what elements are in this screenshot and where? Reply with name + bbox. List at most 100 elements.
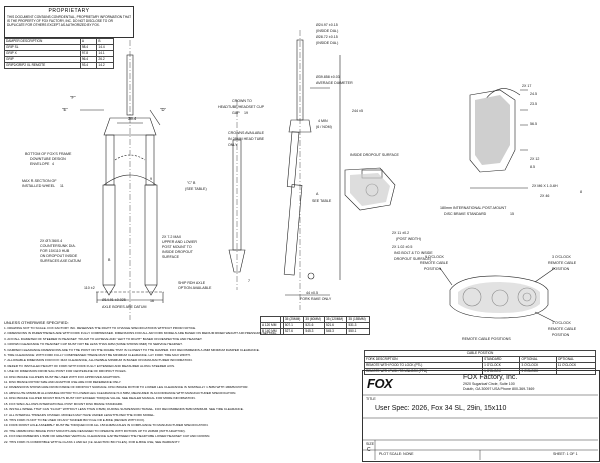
table-cell: 1 O'CLOCK xyxy=(482,368,521,375)
dropout-body xyxy=(344,167,396,211)
countersunk-label-3: FOR 15X110 HUB xyxy=(40,249,70,253)
table-cell: 550.1 xyxy=(346,328,370,335)
countersunk-label: 2X Ø7/.56/0.4 xyxy=(40,239,63,243)
proprietary-box: PROPRIETARY THIS DOCUMENT CONTAINS CONFI… xyxy=(4,6,134,38)
frame-bottom-label: BOTTOM OF FOX'S FRAME xyxy=(25,152,72,156)
table-row: GRIP2/GRIP2 XL REMOTE 93.4 14.2 xyxy=(4,62,114,69)
note-item: 21. FOX RECOMMENDS 1.5MM OR GREATER VERT… xyxy=(4,434,211,439)
note-ref-7: 7 xyxy=(248,279,250,283)
remote-title: REMOTE CABLE POSITIONS xyxy=(462,337,511,341)
gap-label: GAP xyxy=(232,111,240,115)
note-ref-16: 16 xyxy=(150,299,154,303)
notes-heading: UNLESS OTHERWISE SPECIFIED: xyxy=(4,320,69,325)
ref-b: B xyxy=(108,258,111,262)
table-cell xyxy=(279,328,284,335)
leader-line xyxy=(149,109,161,126)
side-lower xyxy=(283,184,303,276)
label-d: "D" xyxy=(160,107,166,112)
pos-1-oclock-2: REMOTE CABLE xyxy=(548,327,577,331)
proprietary-title: PROPRIETARY xyxy=(48,8,90,14)
steerer-top-dia: Ø24.97 ±0.15 xyxy=(316,23,338,27)
table-cell xyxy=(555,368,597,375)
see-table-2: (SEE TABLE) xyxy=(185,187,207,191)
m8-label-3: POST MOUNT TO xyxy=(162,245,192,249)
pos-1-oclock: 1 O'CLOCK xyxy=(552,321,571,325)
dropout-surf-label: DROPOUT SURFACE) xyxy=(394,257,432,261)
steerer-mid-dia: Ø28.72 ±0.15 xyxy=(316,35,338,39)
note-item: 17. ALL INTERNAL THREADS CHASED. MODELS … xyxy=(4,412,155,417)
side-crown xyxy=(288,119,312,133)
m8-label-5: SURFACE xyxy=(162,255,179,259)
size-label: SIZE xyxy=(366,442,374,446)
m8-label-4: INSIDE DROPOUT xyxy=(162,250,193,254)
axle-dia-label: Ø14.91 ±0.025 xyxy=(102,298,126,302)
pm-dim: 2X 11 ±0.2 xyxy=(392,231,410,235)
company-name: FOX Factory, Inc. xyxy=(463,374,518,381)
note-item: 18. THIS FORK IS NOT TO BE USED ON ANY T… xyxy=(4,417,145,422)
see-table: SEE TABLE xyxy=(312,199,332,203)
label-e: "E" xyxy=(62,107,68,112)
note-item: 10. DISC BRAKE CALIPERS MUST BE USED WIT… xyxy=(4,374,121,379)
table-cell: GRIP2/GRIP2 XL REMOTE xyxy=(4,62,81,69)
fork-crown xyxy=(103,117,157,136)
note-item: 20. THE 180MM DISC BRAKE POST MOUNTS ARE… xyxy=(4,428,186,433)
note-item: 14. DISC BRAKE CALIPER MOUNT BOLTS MUST … xyxy=(4,396,196,401)
note-ref-9: 9 xyxy=(150,177,152,181)
pos-3-oclock: 3 O'CLOCK xyxy=(552,255,571,259)
cable-position-table: CABLE POSITION FORK DESCRIPTION STANDARD… xyxy=(363,350,597,375)
crowns-avail: CROWNS AVAILABLE xyxy=(228,131,265,135)
crowns-avail-3: ONLY xyxy=(228,143,238,147)
countersunk-label-5: SURFACES AXE DATUM xyxy=(40,259,81,263)
dropout-shade xyxy=(350,173,390,206)
bolt-label: ING BOLT & TO INSIDE xyxy=(394,251,433,255)
note-item: 13. ABSOLUTE MINIMUM ALLOWABLE ROTOR TO … xyxy=(4,390,237,395)
caliper-dim-2: 23.5 xyxy=(530,102,537,106)
caliper-dim-6: 2X 46 xyxy=(540,194,550,198)
caliper-dim-4: 2X 12 xyxy=(530,157,540,161)
b-label: B xyxy=(193,181,196,185)
ref-c: "C" xyxy=(187,181,193,185)
title-label: TITLE xyxy=(366,397,376,401)
note-item: 2. DIMENSIONS IN PARENTHESES ARE WITH FO… xyxy=(4,331,277,336)
fox-logo: FOX xyxy=(367,376,393,391)
axle-datum-label: AXLE BORES ARE DATUM xyxy=(102,305,147,309)
sheet-number: SHEET: 1 OF 1 xyxy=(553,452,578,456)
note-item: 4. CROWN CLEARANCE TO HEADSET CUP MUST N… xyxy=(4,342,183,347)
axle-crown-dim: 244 ±5 xyxy=(352,109,363,113)
pos-9-oclock: 9 O'CLOCK xyxy=(425,255,444,259)
m8-label: 2X 7.2 MAX xyxy=(162,235,182,239)
downtube-label: DOWNTUBE DESIGN xyxy=(30,157,66,161)
note-item: 3. ANY/ALL DIAMETER OF STEERER IN HEADSE… xyxy=(4,336,203,341)
table-cell: 9 O'CLOCK xyxy=(519,368,557,375)
a-label: A xyxy=(316,192,319,196)
caliper-dim-1: 24.5 xyxy=(530,92,537,96)
travel-table: 35 (25MM) 35 (60MM) 35 (120MM) 35 (155MM… xyxy=(260,316,370,335)
left-lower-leg xyxy=(102,184,116,286)
countersunk-label-2: COUNTERSUNK DIA. xyxy=(40,244,76,248)
rake-dim-label: FORK RAKE ONLY xyxy=(300,297,332,301)
dim-ticks xyxy=(520,89,528,151)
caliper-body xyxy=(469,89,516,173)
pos-9-oclock-3: POSITION xyxy=(424,267,442,271)
avg-dia-label: AVERAGE DIAMETER xyxy=(316,81,353,85)
note-item: 5. DAMPER CLEARANCE DIMENSIONS ARE TO TH… xyxy=(4,347,260,352)
note-item: 16. INSTALL WHEEL THAT CAN "FLOAT" WITHO… xyxy=(4,407,244,412)
side-axle xyxy=(307,272,315,280)
installed-wheel-label: INSTALLED WHEEL xyxy=(22,184,56,188)
pos-1-oclock-3: POSITION xyxy=(552,333,570,337)
pos-3-oclock-3: POSITION xyxy=(552,267,570,271)
pos-9-oclock-2: REMOTE CABLE xyxy=(420,261,449,265)
thread-callout: 2X M6 X 1.0-6H xyxy=(532,184,558,188)
side-view xyxy=(283,30,341,310)
note-ref-15: 15 xyxy=(510,212,514,216)
min-gap: 4 MIN xyxy=(318,119,328,123)
caliper-dim-5: 8.5 xyxy=(530,165,535,169)
side-stanchion xyxy=(286,131,300,188)
table-row: B 140 MM 527.6 545.3 545.3 550.1 xyxy=(260,328,370,335)
note-item: 7. ALLOWABLE DIMENSION FOR FOX: MAX CLEA… xyxy=(4,358,193,363)
crowns-avail-2: IN 28MM HEAD TUBE xyxy=(228,137,265,141)
note-item: 19. FORK FRONT AXLE ASSEMBLY MUST BE TOR… xyxy=(4,423,209,428)
hub-dim: 110 ±2 xyxy=(84,286,95,290)
